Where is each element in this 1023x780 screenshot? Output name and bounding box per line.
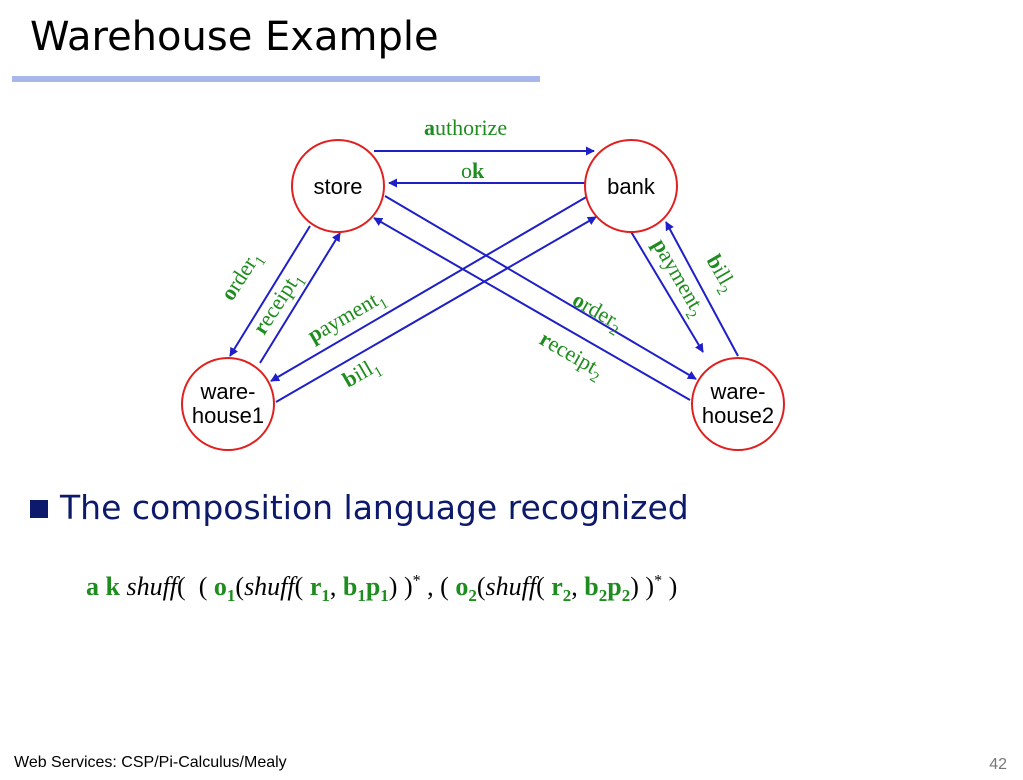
composition-formula: a k shuff( ( o1(shuff( r1, b1p1) )* , ( …	[86, 572, 678, 606]
label-order2: order2	[566, 287, 628, 340]
edge-order2	[384, 195, 697, 380]
node-warehouse1-line2: house1	[192, 403, 264, 428]
page-number: 42	[989, 756, 1007, 773]
edge-order1	[229, 225, 311, 357]
label-bill2: bill2	[697, 250, 742, 298]
title-underline	[12, 76, 540, 82]
bullet-square-icon	[30, 500, 48, 518]
bullet-text: The composition language recognized	[60, 488, 689, 527]
node-warehouse1-line1: ware-	[199, 379, 255, 404]
node-warehouse2-line2: house2	[702, 403, 774, 428]
label-order1: order1	[215, 246, 270, 308]
node-store-label: store	[314, 174, 363, 199]
edge-receipt2	[373, 217, 691, 401]
label-bill1: bill1	[338, 352, 386, 397]
label-receipt2: receipt2	[533, 326, 608, 387]
label-authorize: authorize	[424, 115, 507, 140]
warehouse-diagram: store bank ware- house1 ware- house2 aut…	[181, 115, 785, 451]
formula-shuff: shuff	[126, 572, 178, 601]
edge-payment2	[629, 229, 704, 353]
footer-text: Web Services: CSP/Pi-Calculus/Mealy	[14, 754, 287, 771]
node-warehouse2: ware- house2	[691, 357, 785, 451]
edge-receipt1	[259, 232, 341, 364]
node-bank: bank	[584, 139, 678, 233]
edge-bill1	[275, 216, 597, 403]
node-store: store	[291, 139, 385, 233]
formula-k: k	[105, 572, 120, 601]
edge-payment1	[270, 195, 589, 382]
label-ok: ok	[461, 158, 485, 183]
formula-a: a	[86, 572, 99, 601]
node-bank-label: bank	[607, 174, 656, 199]
slide-title: Warehouse Example	[30, 14, 439, 60]
node-warehouse1: ware- house1	[181, 357, 275, 451]
node-warehouse2-line1: ware-	[709, 379, 765, 404]
edges	[229, 146, 739, 403]
label-receipt1: receipt1	[247, 267, 310, 342]
edge-bill2	[665, 221, 739, 357]
